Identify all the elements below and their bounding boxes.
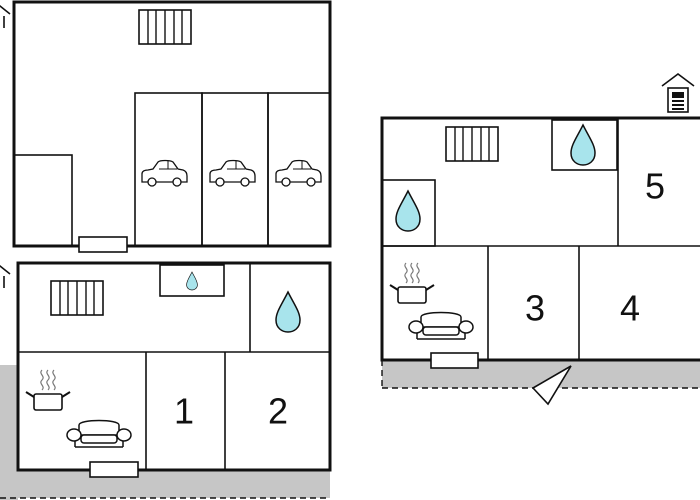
radiator-icon [138, 9, 192, 45]
water-drop-icon [395, 190, 421, 232]
radiator-icon [445, 126, 499, 162]
garage-storage-room [13, 154, 73, 247]
cooking-pot-icon [389, 262, 435, 304]
radiator-icon [50, 280, 104, 316]
house-entrance-icon [0, 4, 11, 28]
car-icon [209, 159, 256, 187]
ground-outer-wall [16, 261, 332, 472]
garage-door-icon [78, 236, 128, 253]
water-drop-icon [275, 291, 301, 333]
house-entrance-icon [661, 73, 695, 113]
car-icon [141, 159, 188, 187]
bathroom-sink-area [159, 264, 225, 297]
car-icon [275, 159, 322, 187]
water-drop-icon [186, 271, 198, 291]
entrance-door-icon [89, 461, 139, 478]
house-entrance-icon [0, 264, 11, 288]
room-label-3: 3 [525, 288, 545, 329]
terrace-left [0, 365, 18, 500]
room-label-2: 2 [268, 391, 288, 432]
terrace-bottom [18, 470, 330, 498]
parking-space-3 [267, 92, 331, 247]
room-label-5: 5 [645, 166, 665, 207]
ground-floor-plan: 1 2 [0, 261, 332, 500]
room-label-1: 1 [174, 391, 194, 432]
cooking-pot-icon [25, 369, 71, 411]
room-label-4: 4 [620, 288, 640, 329]
water-drop-icon [570, 124, 596, 166]
sofa-icon [408, 311, 474, 340]
entrance-door-icon [430, 352, 479, 369]
shower-area [381, 179, 436, 247]
view-arrow-icon [531, 365, 572, 406]
bathroom-sink-area [551, 119, 618, 171]
garage-level-plan [0, 0, 332, 253]
upper-floor-plan: 5 3 4 [380, 73, 700, 406]
sofa-icon [66, 419, 132, 448]
